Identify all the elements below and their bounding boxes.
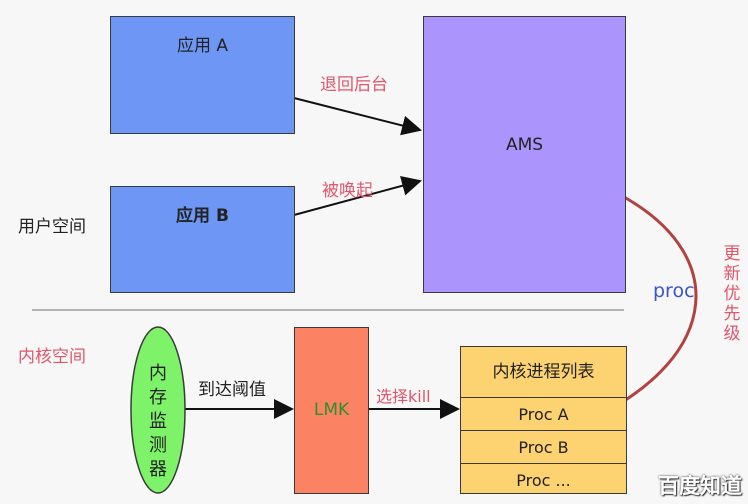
process-row-2-label: Proc B xyxy=(518,438,569,457)
watermark: 百度知道 xyxy=(658,474,742,498)
arrow-ams-to-proc-a xyxy=(576,195,698,428)
proc-label: proc xyxy=(653,280,695,302)
process-row-3: Proc ... xyxy=(461,463,626,496)
lmk-box: LMK xyxy=(294,327,369,494)
app-b-box: 应用 B xyxy=(110,186,295,293)
edge-label-wake: 被唤起 xyxy=(322,181,373,201)
process-row-2: Proc B xyxy=(461,430,626,463)
process-list: 内核进程列表 Proc A Proc B Proc ... xyxy=(460,346,627,494)
memory-monitor-label: 内存监测器 xyxy=(149,363,167,480)
lmk-label: LMK xyxy=(313,400,350,420)
process-row-1-label: Proc A xyxy=(518,405,569,424)
app-a-box: 应用 A xyxy=(110,16,295,134)
process-list-title: 内核进程列表 xyxy=(492,362,595,382)
arrow-app-a-to-ams xyxy=(293,97,422,136)
arrow-app-b-to-ams xyxy=(293,176,422,216)
kernel-space-label: 内核空间 xyxy=(18,347,86,367)
update-priority-label: 更新优先级 xyxy=(723,244,741,344)
process-row-3-label: Proc ... xyxy=(516,471,571,490)
process-row-1: Proc A xyxy=(461,397,626,430)
ams-label: AMS xyxy=(505,135,544,155)
app-b-label: 应用 B xyxy=(176,206,229,226)
app-a-label: 应用 A xyxy=(176,36,229,56)
user-space-label: 用户空间 xyxy=(18,217,86,237)
edge-label-back: 退回后台 xyxy=(320,75,388,95)
ams-box: AMS xyxy=(423,16,626,293)
memory-monitor xyxy=(130,326,186,494)
threshold-label: 到达阈值 xyxy=(198,380,266,400)
select-kill-label: 选择kill xyxy=(376,387,431,406)
